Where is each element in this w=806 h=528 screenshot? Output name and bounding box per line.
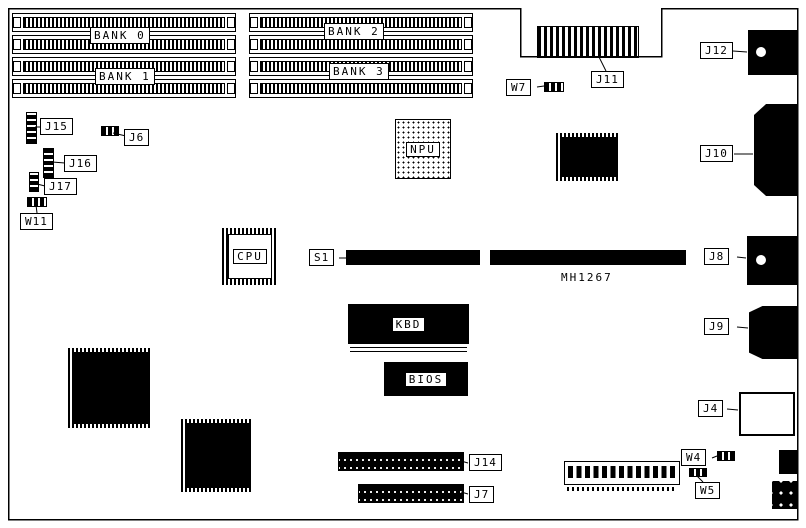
bios-chip: BIOS bbox=[384, 362, 468, 396]
socket-clip bbox=[250, 39, 258, 50]
connector-hole bbox=[756, 47, 766, 57]
board-marking: MH1267 bbox=[561, 271, 613, 284]
socket-clip bbox=[227, 83, 235, 94]
bios-label: BIOS bbox=[404, 371, 448, 387]
jumper-w4 bbox=[717, 451, 735, 461]
callout-j9: J9 bbox=[704, 318, 730, 335]
expansion-slot-2 bbox=[490, 250, 686, 265]
bank0-label: BANK 0 bbox=[90, 27, 150, 44]
leader-j4 bbox=[726, 408, 739, 411]
socket-clip bbox=[227, 61, 235, 72]
large-chip-1 bbox=[68, 348, 152, 428]
edge-connector-small-2 bbox=[772, 481, 797, 509]
callout-j16: J16 bbox=[64, 155, 97, 172]
kbd-label: KBD bbox=[391, 316, 426, 332]
leader-j9 bbox=[736, 326, 749, 329]
callout-j6: J6 bbox=[124, 129, 150, 146]
header-j16 bbox=[43, 148, 54, 178]
socket-clip bbox=[13, 39, 21, 50]
keyboard-edge-connector bbox=[537, 26, 639, 58]
leader-j8 bbox=[736, 256, 747, 259]
socket-clip bbox=[464, 39, 472, 50]
simm-pins bbox=[260, 39, 462, 50]
callout-w11: W11 bbox=[20, 213, 53, 230]
medium-chip bbox=[556, 133, 620, 181]
cpu-die: CPU bbox=[228, 234, 272, 279]
kbd-socket-line bbox=[350, 347, 467, 352]
socket-clip bbox=[250, 83, 258, 94]
connector-j8 bbox=[747, 236, 797, 285]
bank3-label: BANK 3 bbox=[329, 63, 389, 80]
socket-clip bbox=[227, 39, 235, 50]
callout-j15: J15 bbox=[40, 118, 73, 135]
cpu-label: CPU bbox=[233, 249, 267, 264]
callout-j10: J10 bbox=[700, 145, 733, 162]
chip-die bbox=[185, 423, 249, 488]
npu-label: NPU bbox=[406, 141, 440, 157]
connector-j10 bbox=[754, 104, 797, 196]
socket-clip bbox=[13, 61, 21, 72]
jumper-w5 bbox=[689, 468, 707, 477]
connector-j9 bbox=[749, 306, 797, 359]
leader-j12 bbox=[732, 50, 748, 53]
npu-socket: NPU bbox=[395, 119, 451, 179]
socket-clip bbox=[13, 83, 21, 94]
socket-clip bbox=[250, 61, 258, 72]
socket-clip bbox=[464, 83, 472, 94]
callout-j17: J17 bbox=[44, 178, 77, 195]
callout-s1: S1 bbox=[309, 249, 335, 266]
socket-clip bbox=[250, 17, 258, 28]
pin-header-j14 bbox=[338, 452, 464, 471]
callout-j12: J12 bbox=[700, 42, 733, 59]
connector-hole bbox=[756, 255, 766, 265]
header-j6 bbox=[101, 126, 119, 136]
chip-die bbox=[72, 352, 148, 424]
solder-pads-strip bbox=[567, 487, 675, 491]
connector-j12 bbox=[748, 30, 797, 75]
edge-connector-small-1 bbox=[779, 450, 797, 474]
jumper-w11 bbox=[27, 197, 47, 207]
bank2-label: BANK 2 bbox=[324, 23, 384, 40]
callout-j11: J11 bbox=[591, 71, 624, 88]
kbd-chip: KBD bbox=[348, 304, 469, 344]
socket-clip bbox=[13, 17, 21, 28]
callout-j8: J8 bbox=[704, 248, 730, 265]
callout-w4: W4 bbox=[681, 449, 707, 466]
socket-clip bbox=[464, 61, 472, 72]
callout-w5: W5 bbox=[695, 482, 721, 499]
expansion-slot-1 bbox=[346, 250, 480, 265]
leader-j11 bbox=[598, 56, 607, 72]
jumper-w7 bbox=[544, 82, 564, 92]
callout-j14: J14 bbox=[469, 454, 502, 471]
simm-pins bbox=[260, 83, 462, 94]
bank1-label: BANK 1 bbox=[95, 68, 155, 85]
cpu-chip: CPU bbox=[222, 228, 278, 285]
dip-switch-block bbox=[564, 461, 680, 485]
connector-j4 bbox=[739, 392, 795, 436]
simm-socket-bank3-b bbox=[249, 79, 473, 98]
callout-j4: J4 bbox=[698, 400, 724, 417]
large-chip-2 bbox=[181, 419, 253, 492]
header-j17 bbox=[29, 172, 39, 192]
callout-j7: J7 bbox=[469, 486, 495, 503]
leader-w7 bbox=[536, 85, 545, 88]
pin-header-j7 bbox=[358, 484, 464, 503]
socket-clip bbox=[227, 17, 235, 28]
chip-die bbox=[560, 137, 616, 177]
socket-clip bbox=[464, 17, 472, 28]
header-j15 bbox=[26, 112, 37, 144]
dip-switch-row bbox=[568, 466, 676, 478]
callout-w7: W7 bbox=[506, 79, 532, 96]
